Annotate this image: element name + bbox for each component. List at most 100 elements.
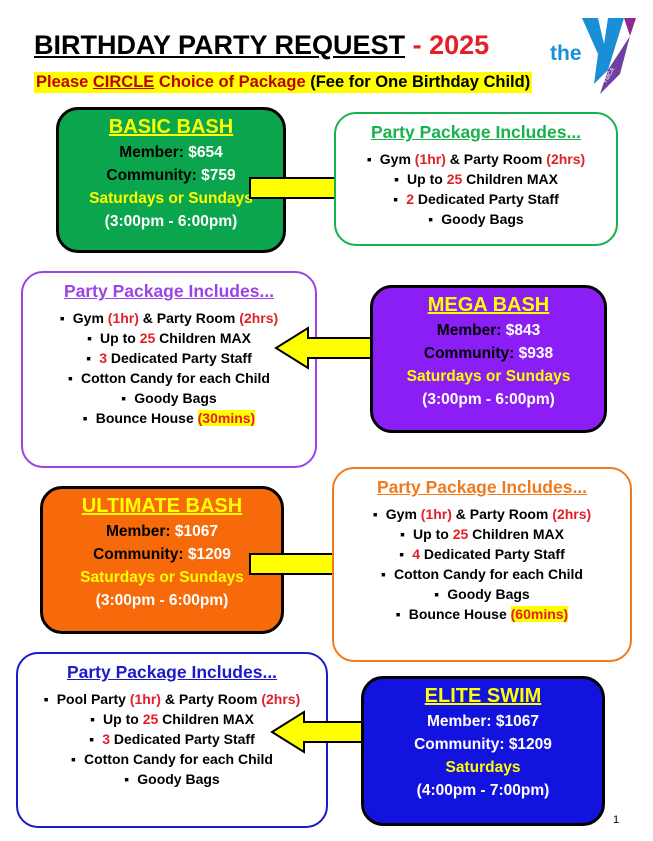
- list-item-text: & Party Room: [445, 151, 547, 167]
- basic-bash-name: BASIC BASH: [108, 116, 234, 138]
- basic-days: Saturdays or Sundays: [89, 190, 253, 207]
- subtitle-please: Please: [36, 73, 93, 91]
- elite-member-label: Member:: [426, 713, 492, 730]
- elite-swim-card[interactable]: ELITE SWIM Member: $1067 Community: $120…: [361, 676, 605, 826]
- list-item-text: (1hr): [129, 691, 161, 707]
- mega-includes-list: Gym (1hr) & Party Room (2hrs) Up to 25 C…: [23, 308, 315, 428]
- basic-community-label: Community:: [106, 167, 197, 184]
- list-item-text: (2hrs): [239, 310, 279, 326]
- list-item-text: Gym: [72, 310, 108, 326]
- list-item-text: Up to: [100, 330, 140, 346]
- mega-community-label: Community:: [423, 345, 515, 362]
- ultimate-includes-heading: Party Package Includes...: [376, 477, 588, 497]
- list-item-text: Dedicated Party Staff: [110, 731, 255, 747]
- list-item-text: 25: [142, 711, 159, 727]
- list-item-text: (1hr): [107, 310, 139, 326]
- title-text: BIRTHDAY PARTY REQUEST: [34, 30, 406, 60]
- ymca-logo: the YMCA: [548, 14, 638, 98]
- list-item-text: Children MAX: [155, 330, 251, 346]
- list-item-text: Up to: [407, 171, 447, 187]
- basic-includes-heading: Party Package Includes...: [370, 122, 582, 142]
- list-item-text: Children MAX: [468, 526, 564, 542]
- list-item: Gym (1hr) & Party Room (2hrs): [23, 308, 315, 328]
- basic-bash-card[interactable]: BASIC BASH Member: $654 Community: $759 …: [56, 107, 286, 253]
- list-item-text: Cotton Candy for each Child: [393, 566, 583, 582]
- list-item-text: (2hrs): [546, 151, 586, 167]
- mega-includes-heading: Party Package Includes...: [63, 281, 275, 301]
- basic-includes-box: Party Package Includes... Gym (1hr) & Pa…: [334, 112, 618, 246]
- title-year: 2025: [429, 30, 490, 60]
- ultimate-includes-list: Gym (1hr) & Party Room (2hrs) Up to 25 C…: [334, 504, 630, 624]
- elite-member-price: $1067: [495, 713, 540, 730]
- elite-includes-heading: Party Package Includes...: [66, 662, 278, 682]
- ymca-y-icon: YMCA: [582, 18, 636, 94]
- list-item-text: & Party Room: [160, 691, 262, 707]
- mega-time: (3:00pm - 6:00pm): [422, 391, 555, 408]
- list-item-text: Dedicated Party Staff: [107, 350, 252, 366]
- list-item-text: Bounce House: [95, 410, 198, 426]
- basic-member-label: Member:: [119, 144, 184, 161]
- list-item: Bounce House (60mins): [334, 604, 630, 624]
- list-item-text: Up to: [103, 711, 143, 727]
- subtitle-choice: Choice of Package: [154, 73, 311, 91]
- page-number: 1: [613, 814, 620, 826]
- ultimate-member-label: Member:: [105, 523, 171, 540]
- list-item-text: Up to: [413, 526, 453, 542]
- list-item: Goody Bags: [18, 769, 326, 789]
- mega-days: Saturdays or Sundays: [406, 368, 571, 385]
- elite-days: Saturdays: [445, 759, 521, 776]
- elite-swim-name: ELITE SWIM: [424, 685, 542, 707]
- list-item-text: Goody Bags: [134, 390, 217, 406]
- page-title: BIRTHDAY PARTY REQUEST - 2025: [34, 30, 489, 61]
- list-item: Up to 25 Children MAX: [18, 709, 326, 729]
- list-item: Cotton Candy for each Child: [334, 564, 630, 584]
- list-item: Cotton Candy for each Child: [23, 368, 315, 388]
- list-item: Bounce House (30mins): [23, 408, 315, 428]
- elite-includes-box: Party Package Includes... Pool Party (1h…: [16, 652, 328, 828]
- list-item-text: (1hr): [414, 151, 446, 167]
- list-item-text: Bounce House: [408, 606, 511, 622]
- title-dash: -: [405, 30, 430, 60]
- mega-includes-box: Party Package Includes... Gym (1hr) & Pa…: [21, 271, 317, 468]
- list-item: Goody Bags: [336, 209, 616, 229]
- subtitle: Please CIRCLE Choice of Package (Fee for…: [34, 72, 533, 93]
- ultimate-includes-box: Party Package Includes... Gym (1hr) & Pa…: [332, 467, 632, 662]
- list-item-text: Gym: [379, 151, 415, 167]
- logo-the-text: the: [550, 42, 582, 65]
- list-item-text: Dedicated Party Staff: [420, 546, 565, 562]
- mega-bash-name: MEGA BASH: [427, 294, 550, 316]
- basic-time: (3:00pm - 6:00pm): [104, 213, 238, 230]
- mega-bash-card[interactable]: MEGA BASH Member: $843 Community: $938 S…: [370, 285, 607, 433]
- list-item-text: Cotton Candy for each Child: [83, 751, 273, 767]
- list-item-text: Goody Bags: [441, 211, 524, 227]
- mega-member-price: $843: [505, 322, 541, 339]
- list-item: Gym (1hr) & Party Room (2hrs): [336, 149, 616, 169]
- list-item-text: (2hrs): [552, 506, 592, 522]
- list-item: Pool Party (1hr) & Party Room (2hrs): [18, 689, 326, 709]
- ultimate-bash-name: ULTIMATE BASH: [81, 495, 243, 517]
- list-item-text: 25: [139, 330, 156, 346]
- list-item: Up to 25 Children MAX: [336, 169, 616, 189]
- subtitle-fee: (Fee for One Birthday Child): [310, 73, 531, 91]
- elite-community-price: $1209: [508, 736, 552, 753]
- list-item: 2 Dedicated Party Staff: [336, 189, 616, 209]
- basic-community-price: $759: [201, 167, 236, 184]
- ultimate-time: (3:00pm - 6:00pm): [95, 592, 229, 609]
- list-item-text: Cotton Candy for each Child: [80, 370, 270, 386]
- list-item-text: Dedicated Party Staff: [414, 191, 559, 207]
- list-item-text: & Party Room: [451, 506, 553, 522]
- list-item-text: Children MAX: [462, 171, 558, 187]
- elite-includes-list: Pool Party (1hr) & Party Room (2hrs) Up …: [18, 689, 326, 789]
- list-item: Up to 25 Children MAX: [334, 524, 630, 544]
- ultimate-member-price: $1067: [174, 523, 219, 540]
- list-item: Goody Bags: [334, 584, 630, 604]
- list-item: Goody Bags: [23, 388, 315, 408]
- ultimate-days: Saturdays or Sundays: [80, 569, 244, 586]
- list-item: 3 Dedicated Party Staff: [23, 348, 315, 368]
- list-item: Cotton Candy for each Child: [18, 749, 326, 769]
- list-item-text: 4: [412, 546, 421, 562]
- ultimate-community-label: Community:: [93, 546, 184, 563]
- subtitle-circle: CIRCLE: [92, 73, 155, 91]
- list-item: Gym (1hr) & Party Room (2hrs): [334, 504, 630, 524]
- mega-member-label: Member:: [436, 322, 502, 339]
